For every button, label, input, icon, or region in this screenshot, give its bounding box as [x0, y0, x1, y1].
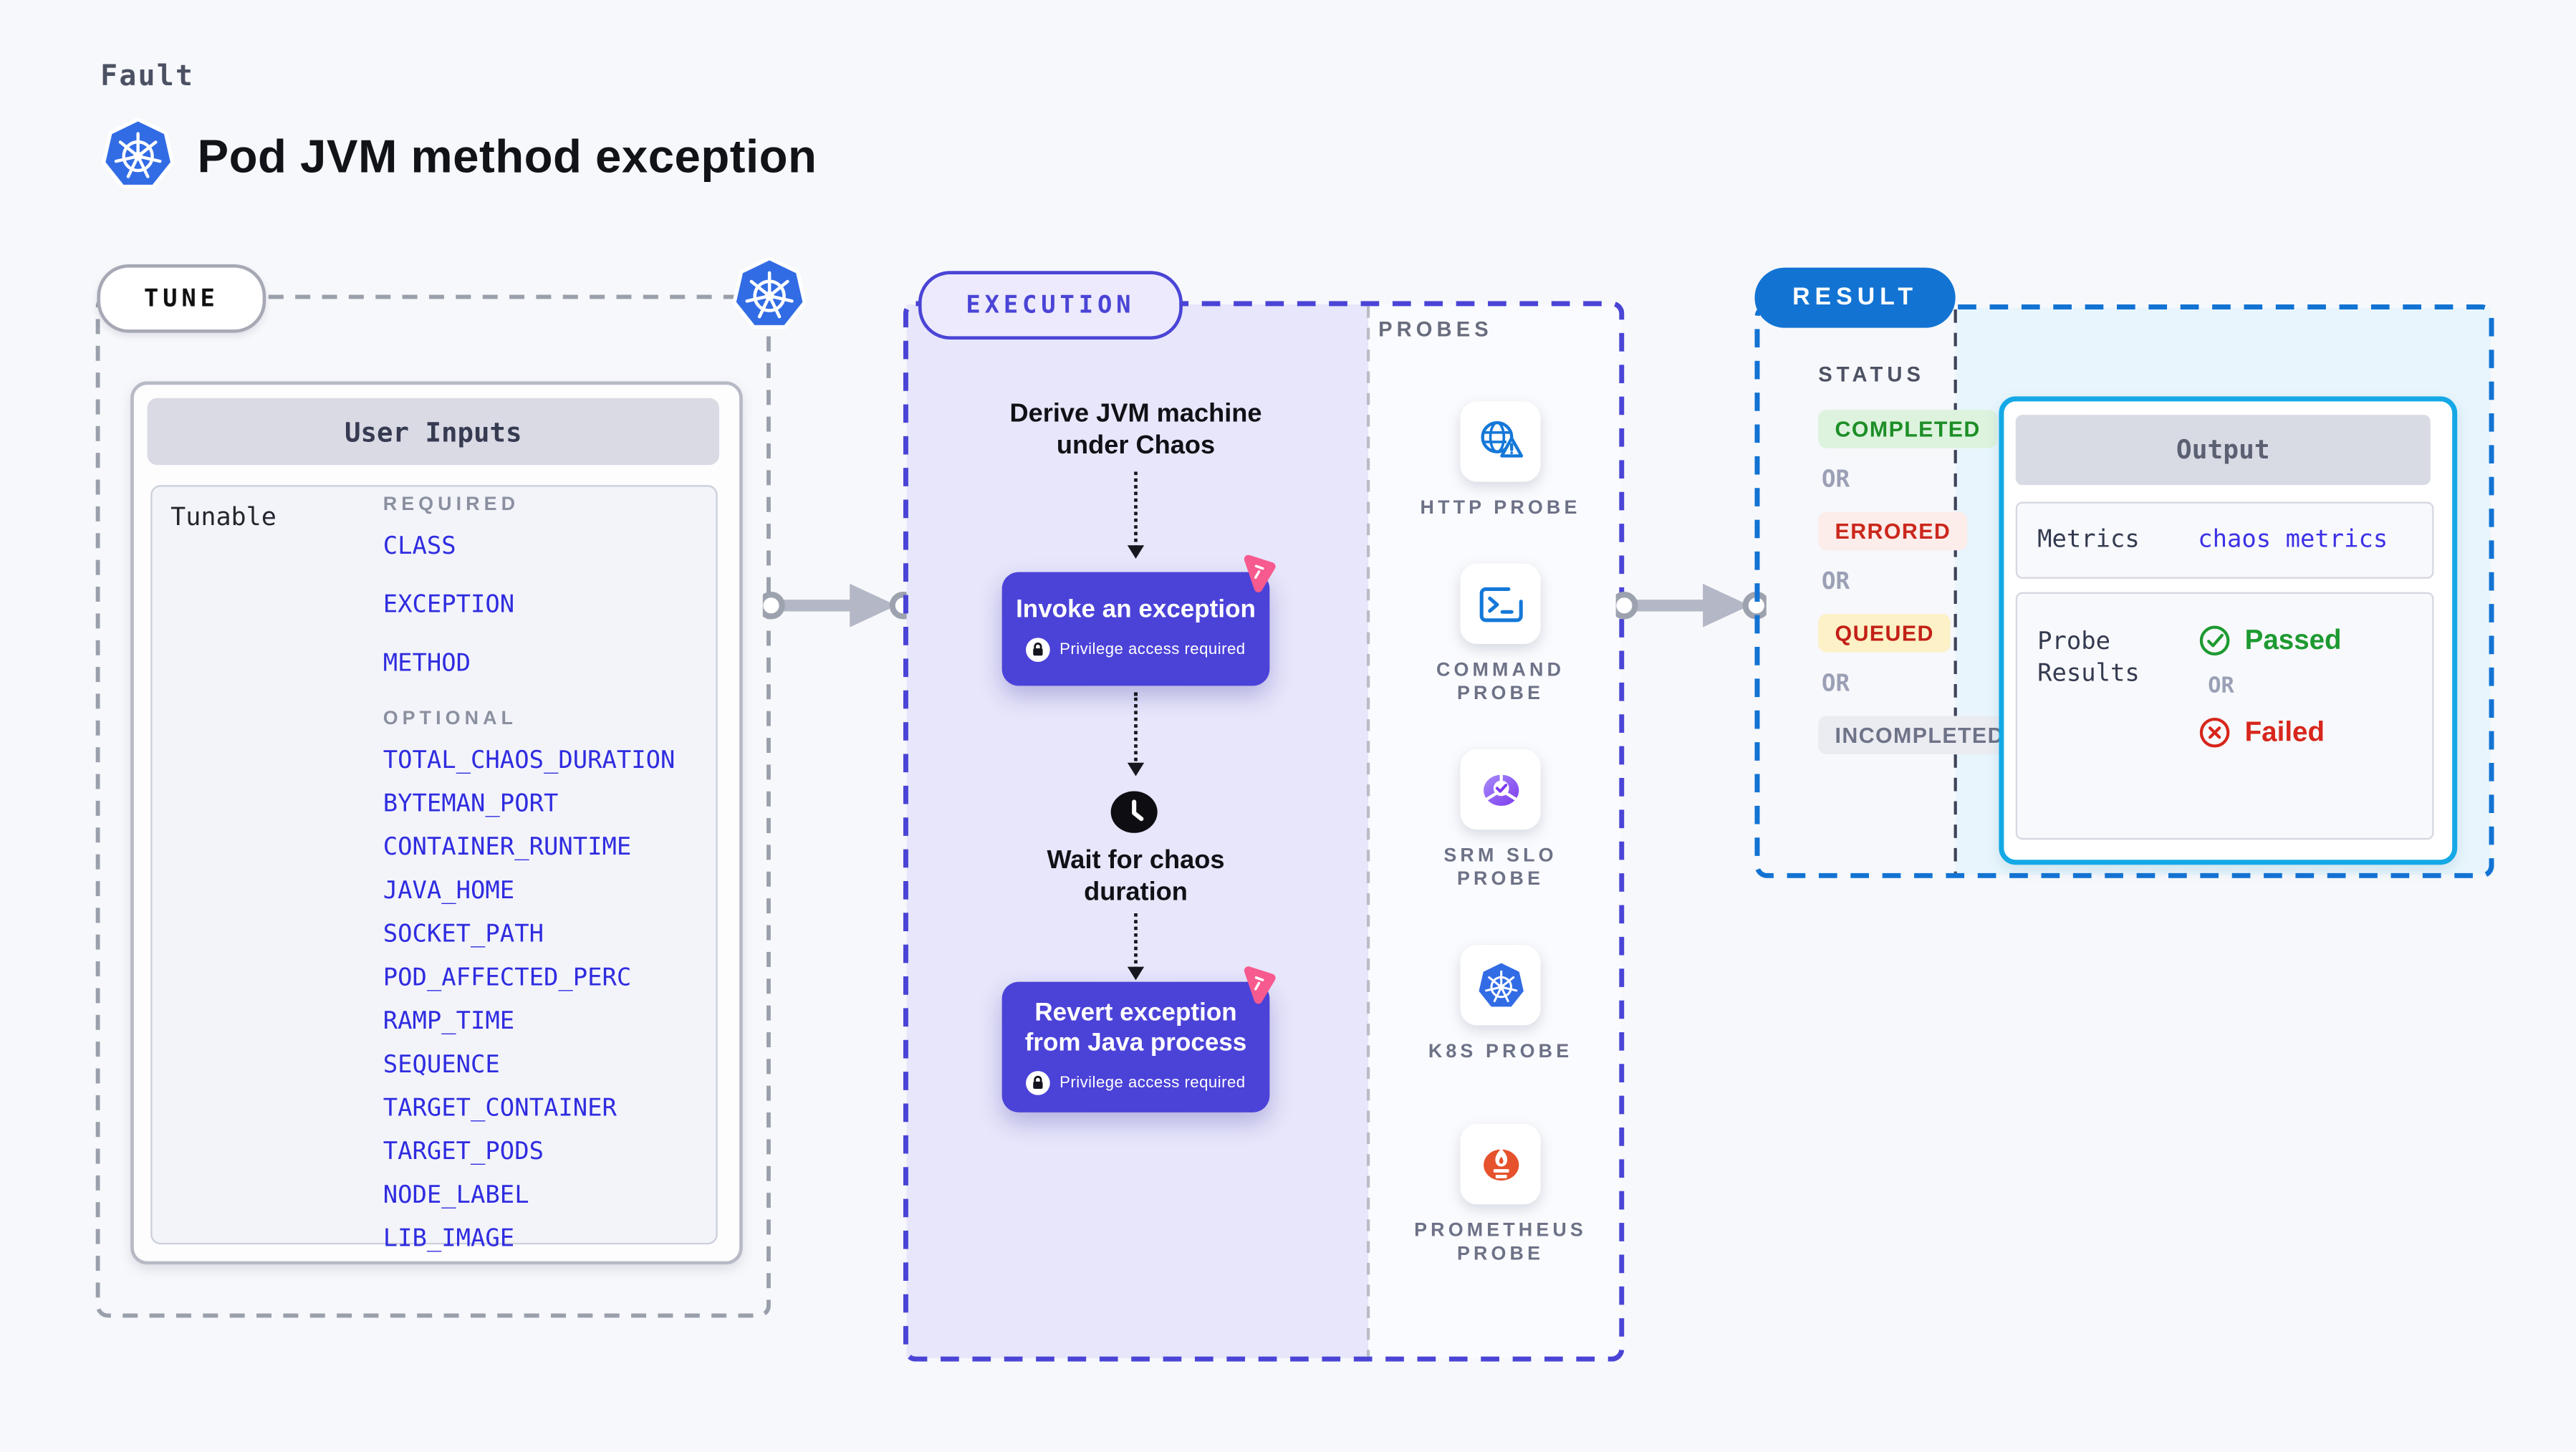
probe-label: K8S PROBE [1428, 1042, 1573, 1062]
tunables-group-label: REQUIRED [383, 495, 520, 516]
probe-item: COMMAND PROBE [1408, 563, 1592, 706]
or-label: OR [1821, 670, 1850, 698]
status-list: COMPLETED OR ERRORED OR QUEUED OR INCOMPLETED [1818, 410, 2022, 755]
user-inputs-header: User Inputs [147, 398, 720, 466]
tunable-item: RAMP_TIME [383, 1009, 515, 1036]
tunable-item: CLASS [383, 533, 456, 561]
or-label: OR [2208, 674, 2234, 700]
kubernetes-icon [1474, 959, 1526, 1011]
flow-dotted-arrow [1126, 471, 1144, 559]
probes-section-label: PROBES [1378, 317, 1493, 342]
probe-label: HTTP PROBE [1420, 498, 1581, 519]
tunable-item: TARGET_CONTAINER [383, 1095, 617, 1122]
tunable-row-label: Tunable [170, 501, 277, 532]
step-invoke-title: Invoke an exception [1016, 595, 1256, 624]
page-title: Pod JVM method exception [197, 130, 817, 183]
step-wait-text: Wait for chaos duration [1047, 846, 1225, 907]
tunable-item: BYTEMAN_PORT [383, 791, 559, 818]
tunable-item: EXCEPTION [383, 592, 515, 619]
command-probe-icon [1474, 578, 1526, 630]
kubernetes-icon [100, 117, 176, 192]
failed-line: Failed [2198, 716, 2341, 749]
probes-list: HTTP PROBE COMMAND PROBE SRM SLO PROBE K8S … [1368, 301, 1621, 1361]
fault-kicker: Fault [100, 60, 195, 94]
probe-card [1460, 749, 1541, 830]
probe-card [1460, 1124, 1541, 1205]
kubernetes-icon [731, 256, 807, 332]
step-revert-box: Revert exception from Java process Privi… [1001, 981, 1270, 1112]
metrics-value: chaos metrics [2198, 527, 2388, 554]
check-circle-icon [2198, 624, 2231, 658]
step-invoke-box: Invoke an exception Privilege access req… [1001, 572, 1270, 686]
probe-label: PROMETHEUS PROBE [1414, 1221, 1587, 1265]
srm-slo-probe-icon [1474, 764, 1526, 815]
probe-label: COMMAND PROBE [1436, 660, 1565, 705]
http-probe-icon [1474, 415, 1526, 467]
status-badge: COMPLETED [1818, 410, 1998, 448]
x-circle-icon [2198, 716, 2231, 749]
tunable-item: SOCKET_PATH [383, 921, 544, 948]
or-label: OR [1821, 466, 1850, 494]
probe-item: PROMETHEUS PROBE [1408, 1124, 1592, 1266]
passed-label: Passed [2244, 625, 2342, 655]
probe-card [1460, 563, 1541, 644]
probe-card [1460, 401, 1541, 482]
tunables-list: REQUIRED CLASS EXCEPTION METHOD OPTIONAL TOTA… [383, 495, 711, 1269]
execution-badge: EXECUTION [918, 271, 1183, 340]
tunable-item: SEQUENCE [383, 1052, 500, 1080]
status-badge: INCOMPLETED [1818, 716, 2022, 755]
privilege-row: Privilege access required [1026, 638, 1245, 663]
step-derive-text: Derive JVM machine under Chaos [1009, 400, 1262, 461]
probe-results-values: Passed OR Failed [2198, 594, 2342, 838]
output-header: Output [2015, 415, 2431, 486]
tunables-panel [150, 485, 718, 1245]
status-badge: ERRORED [1818, 511, 1968, 551]
privilege-row: Privilege access required [1026, 1070, 1245, 1095]
metrics-label: Metrics [2037, 526, 2140, 553]
status-badge: QUEUED [1818, 613, 1951, 653]
tunable-item: JAVA_HOME [383, 878, 515, 905]
tunable-item: TOTAL_CHAOS_DURATION [383, 747, 676, 775]
tunables-group-label: OPTIONAL [383, 709, 518, 730]
prometheus-probe-icon [1474, 1138, 1526, 1190]
probe-item: SRM SLO PROBE [1408, 749, 1592, 891]
tune-to-execution-arrow [762, 583, 913, 628]
chaos-icon [1235, 549, 1282, 597]
probe-label: SRM SLO PROBE [1443, 846, 1557, 890]
privilege-label: Privilege access required [1059, 1074, 1246, 1092]
passed-line: Passed [2198, 624, 2342, 658]
metrics-row: Metrics chaos metrics [2015, 501, 2434, 579]
probe-card [1460, 945, 1541, 1026]
result-badge: RESULT [1754, 267, 1956, 328]
privilege-label: Privilege access required [1059, 640, 1246, 660]
probe-item: HTTP PROBE [1408, 401, 1592, 520]
probe-results-row: Probe Results Passed OR Failed [2015, 592, 2434, 840]
lock-icon [1026, 638, 1051, 663]
tunable-item: CONTAINER_RUNTIME [383, 835, 632, 862]
lock-icon [1026, 1070, 1051, 1095]
tunable-item: NODE_LABEL [383, 1182, 529, 1210]
flow-dotted-arrow [1126, 692, 1144, 777]
tune-badge: TUNE [97, 264, 266, 333]
chaos-icon [1235, 961, 1282, 1008]
probe-results-label: Probe Results [2037, 628, 2140, 688]
failed-label: Failed [2244, 716, 2325, 747]
status-section-label: STATUS [1818, 362, 1926, 387]
tunable-item: LIB_IMAGE [383, 1226, 515, 1253]
tunable-item: TARGET_PODS [383, 1139, 544, 1166]
step-revert-title: Revert exception from Java process [1024, 999, 1247, 1057]
tunable-item: METHOD [383, 650, 471, 678]
execution-to-result-arrow [1615, 583, 1767, 628]
or-label: OR [1821, 568, 1850, 596]
flow-dotted-arrow [1126, 913, 1144, 981]
tunable-item: POD_AFFECTED_PERC [383, 965, 632, 992]
probe-item: K8S PROBE [1408, 945, 1592, 1064]
clock-icon [1107, 788, 1161, 837]
